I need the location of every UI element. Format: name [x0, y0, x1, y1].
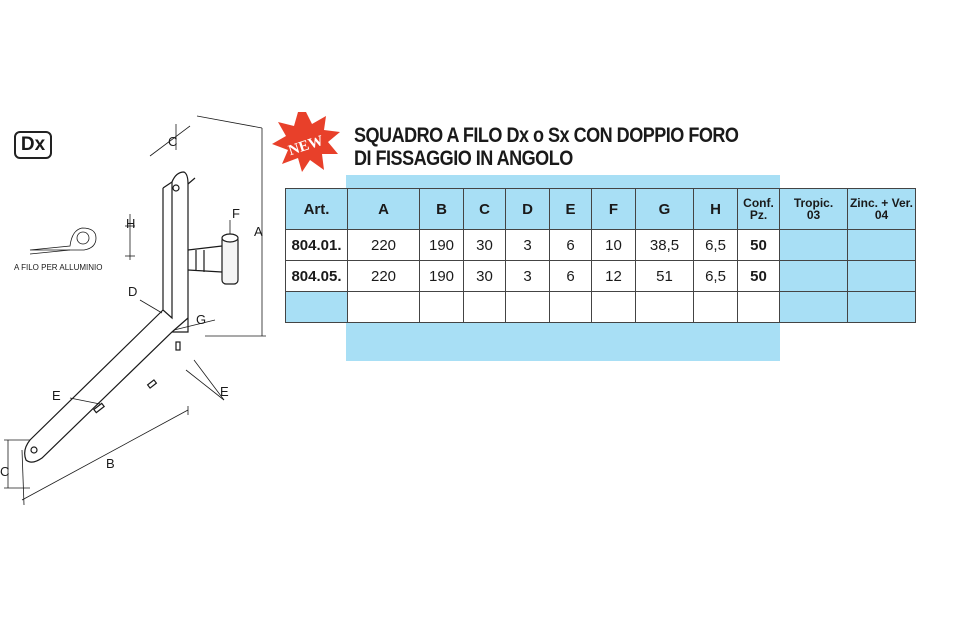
cell-e: 6 [549, 229, 592, 261]
cell-art: 804.01. [285, 229, 348, 261]
title-line-2: DI FISSAGGIO IN ANGOLO [354, 147, 573, 170]
cell-d [505, 291, 550, 323]
cell-zinc [847, 229, 916, 261]
cell-tropic [779, 260, 848, 292]
cell-conf: 50 [737, 260, 780, 292]
header-c: C [463, 188, 506, 230]
table-header-row: Art. A B C D E F G H Conf. Pz. Tropic. 0… [285, 188, 916, 230]
cell-c [463, 291, 506, 323]
cell-a: 220 [347, 260, 420, 292]
cell-f: 10 [591, 229, 636, 261]
profile-caption: A FILO PER ALLUMINIO [14, 263, 102, 272]
header-d: D [505, 188, 550, 230]
table-row: 804.05. 220 190 30 3 6 12 51 6,5 50 [285, 260, 916, 292]
dim-label-c-top: C [168, 134, 177, 149]
cell-a: 220 [347, 229, 420, 261]
header-conf-line2: Pz. [749, 208, 768, 222]
cell-f [591, 291, 636, 323]
header-h: H [693, 188, 738, 230]
header-tropic-line2: 03 [806, 208, 821, 222]
cell-h [693, 291, 738, 323]
cell-b: 190 [419, 229, 464, 261]
cell-c: 30 [463, 229, 506, 261]
header-zinc: Zinc. + Ver. 04 [847, 188, 916, 230]
cell-g: 51 [635, 260, 694, 292]
cell-a [347, 291, 420, 323]
product-title: SQUADRO A FILO Dx o Sx CON DOPPIO FORO D… [354, 124, 739, 170]
header-tropic: Tropic. 03 [779, 188, 848, 230]
cell-g [635, 291, 694, 323]
header-zinc-line2: 04 [874, 208, 889, 222]
new-burst-icon: NEW [272, 112, 340, 172]
cell-b [419, 291, 464, 323]
dim-label-a: A [254, 224, 263, 239]
dim-label-e-right: E [220, 384, 229, 399]
header-f: F [591, 188, 636, 230]
cell-zinc [847, 291, 916, 323]
header-conf-line1: Conf. [743, 196, 774, 210]
cell-tropic [779, 229, 848, 261]
cell-conf: 50 [737, 229, 780, 261]
technical-drawing: C A F D G E E B C H A FILO PER ALLUMINIO [0, 115, 266, 506]
header-a: A [347, 188, 420, 230]
cell-d: 3 [505, 229, 550, 261]
dim-label-h: H [126, 216, 135, 231]
cell-d: 3 [505, 260, 550, 292]
table-row [285, 291, 916, 323]
header-e: E [549, 188, 592, 230]
dim-label-c-bottom: C [0, 464, 9, 479]
dim-label-e-left: E [52, 388, 61, 403]
cell-f: 12 [591, 260, 636, 292]
dim-label-f: F [232, 206, 240, 221]
dim-label-b: B [106, 456, 115, 471]
header-zinc-line1: Zinc. + Ver. [849, 196, 914, 210]
cell-art: 804.05. [285, 260, 348, 292]
cell-conf [737, 291, 780, 323]
header-conf: Conf. Pz. [737, 188, 780, 230]
cell-e: 6 [549, 260, 592, 292]
cell-zinc [847, 260, 916, 292]
header-tropic-line1: Tropic. [793, 196, 834, 210]
cell-h: 6,5 [693, 260, 738, 292]
cell-tropic [779, 291, 848, 323]
dim-label-d: D [128, 284, 137, 299]
title-line-1: SQUADRO A FILO Dx o Sx CON DOPPIO FORO [354, 124, 739, 147]
header-art: Art. [285, 188, 348, 230]
cell-b: 190 [419, 260, 464, 292]
table-row: 804.01. 220 190 30 3 6 10 38,5 6,5 50 [285, 229, 916, 261]
cell-e [549, 291, 592, 323]
cell-h: 6,5 [693, 229, 738, 261]
header-g: G [635, 188, 694, 230]
header-b: B [419, 188, 464, 230]
dim-label-g: G [196, 312, 206, 327]
cell-c: 30 [463, 260, 506, 292]
spec-table: Art. A B C D E F G H Conf. Pz. Tropic. 0… [285, 188, 916, 323]
cell-g: 38,5 [635, 229, 694, 261]
cell-art [285, 291, 348, 323]
dx-badge: Dx [14, 131, 52, 159]
